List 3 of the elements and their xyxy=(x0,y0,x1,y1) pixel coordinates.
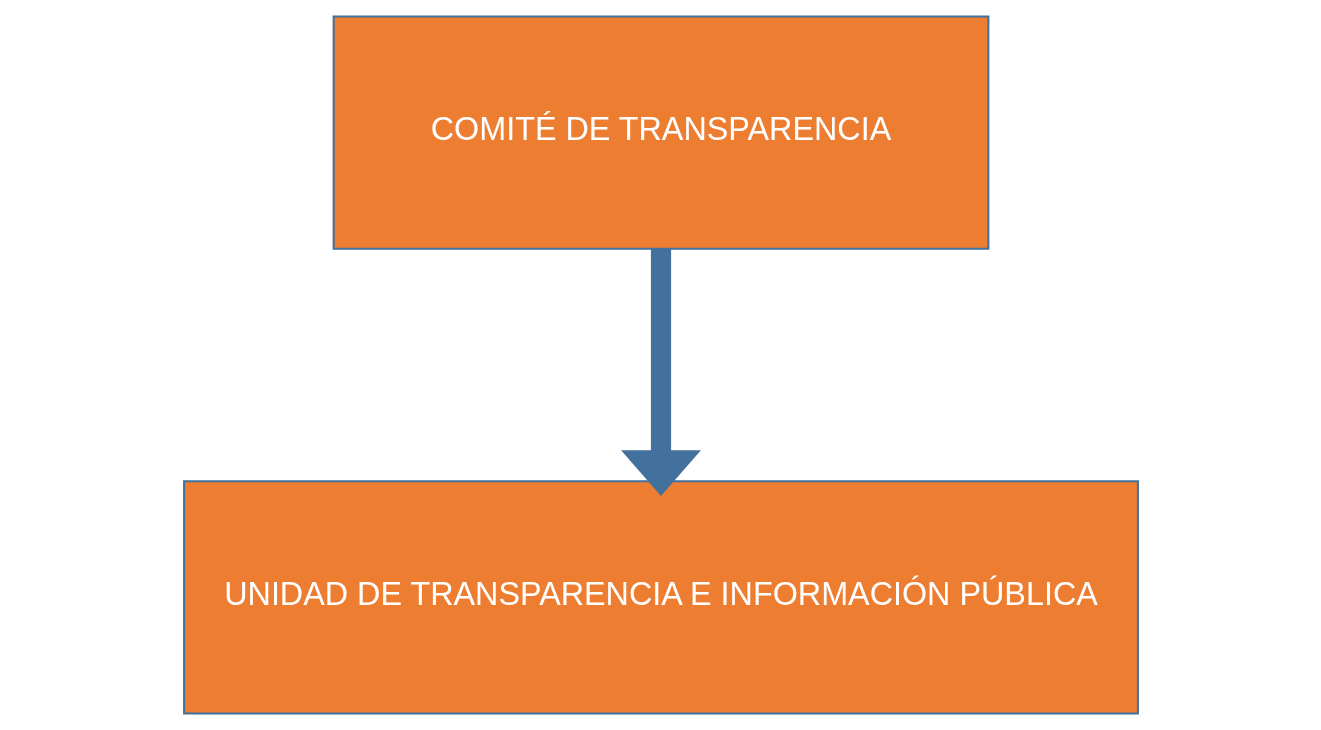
node-box: COMITÉ DE TRANSPARENCIA xyxy=(332,15,989,250)
arrow xyxy=(620,249,701,496)
node-box: UNIDAD DE TRANSPARENCIA E INFORMACIÓN PÚBLICA xyxy=(182,480,1139,715)
